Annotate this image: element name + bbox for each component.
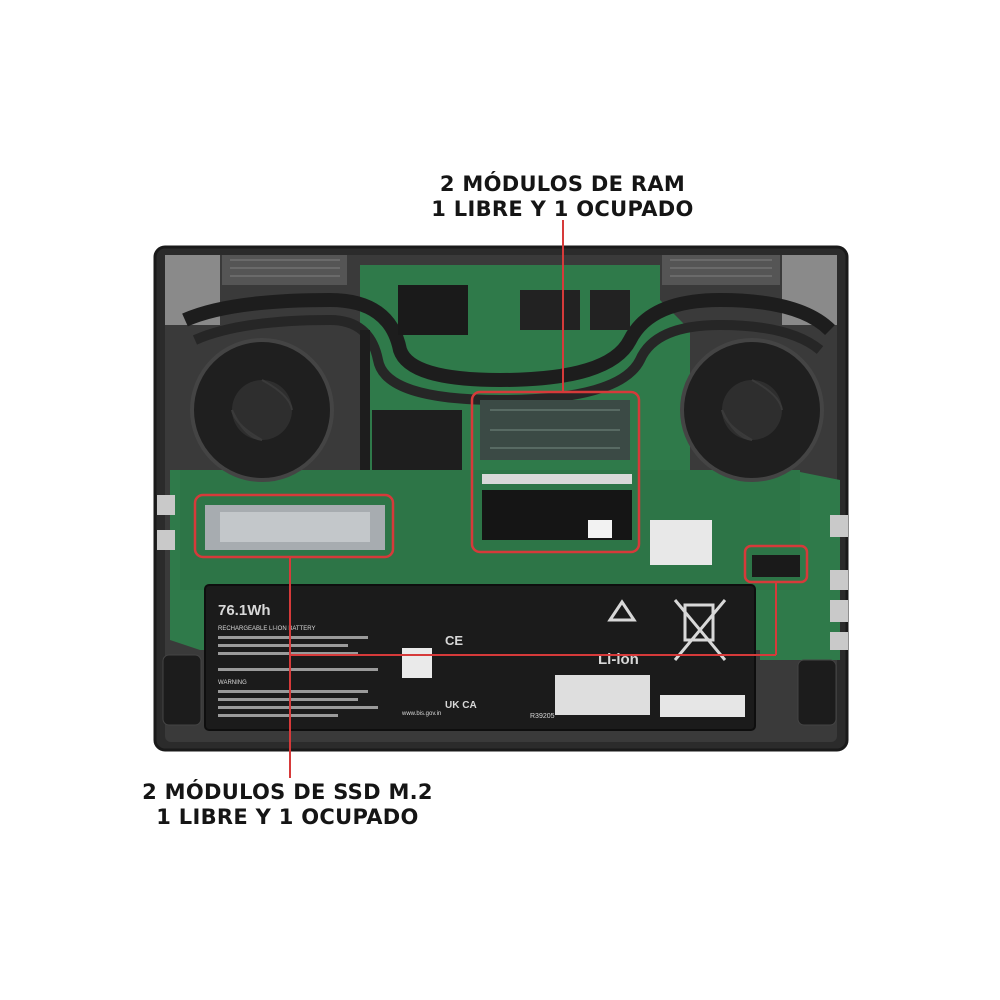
- right-port-2: [830, 570, 848, 590]
- ram-slot-free-connector: [482, 474, 632, 484]
- battery-chemistry: Li-ion: [598, 651, 639, 668]
- crossed-bin-icon: [673, 599, 727, 661]
- cpu-cold-plate: [372, 410, 462, 470]
- ssd-callout: 2 MÓDULOS DE SSD M.2 1 LIBRE Y 1 OCUPADO: [140, 780, 435, 830]
- ram-callout-line2: 1 LIBRE Y 1 OCUPADO: [431, 197, 694, 221]
- ssd-callout-line1: 2 MÓDULOS DE SSD M.2: [142, 780, 433, 804]
- battery-type: RECHARGEABLE LI-ION BATTERY: [218, 626, 315, 632]
- battery-capacity: 76.1Wh: [218, 602, 271, 619]
- ram-label-sticker: [588, 520, 612, 538]
- left-speaker: [162, 654, 202, 726]
- ram-callout: 2 MÓDULOS DE RAM 1 LIBRE Y 1 OCUPADO: [420, 172, 705, 222]
- ssd-callout-line2: 1 LIBRE Y 1 OCUPADO: [156, 805, 419, 829]
- ssd-slot-free: [752, 555, 800, 577]
- battery-white-label: [402, 648, 432, 678]
- battery-code: R39205: [530, 713, 555, 720]
- heatpipe-main: [182, 292, 835, 388]
- ssd-highlight-box: [193, 493, 395, 559]
- left-fan-hub: [232, 380, 292, 440]
- battery-warning: WARNING: [218, 680, 247, 686]
- ram-highlight-box: [470, 390, 641, 554]
- left-port-1: [157, 495, 175, 515]
- right-fan-hub: [722, 380, 782, 440]
- wifi-card: [650, 520, 712, 565]
- battery-sticker-right: [660, 695, 745, 717]
- battery-website: www.bis.gov.in: [401, 711, 441, 717]
- battery-ce-mark: CE: [445, 633, 463, 648]
- battery-ukca-mark: UK CA: [445, 700, 477, 711]
- ram-callout-line1: 2 MÓDULOS DE RAM: [439, 172, 686, 196]
- right-speaker: [797, 659, 837, 726]
- left-port-2: [157, 530, 175, 550]
- chip-top-1: [520, 290, 580, 330]
- right-port-1: [830, 515, 848, 537]
- ssd-heatsink-detail: [220, 512, 370, 542]
- right-port-4: [830, 632, 848, 650]
- recycle-icon: [607, 599, 637, 622]
- chip-top-2: [590, 290, 630, 330]
- battery-sticker-center: [555, 675, 650, 715]
- gpu-area: [398, 285, 468, 335]
- right-port-3: [830, 600, 848, 622]
